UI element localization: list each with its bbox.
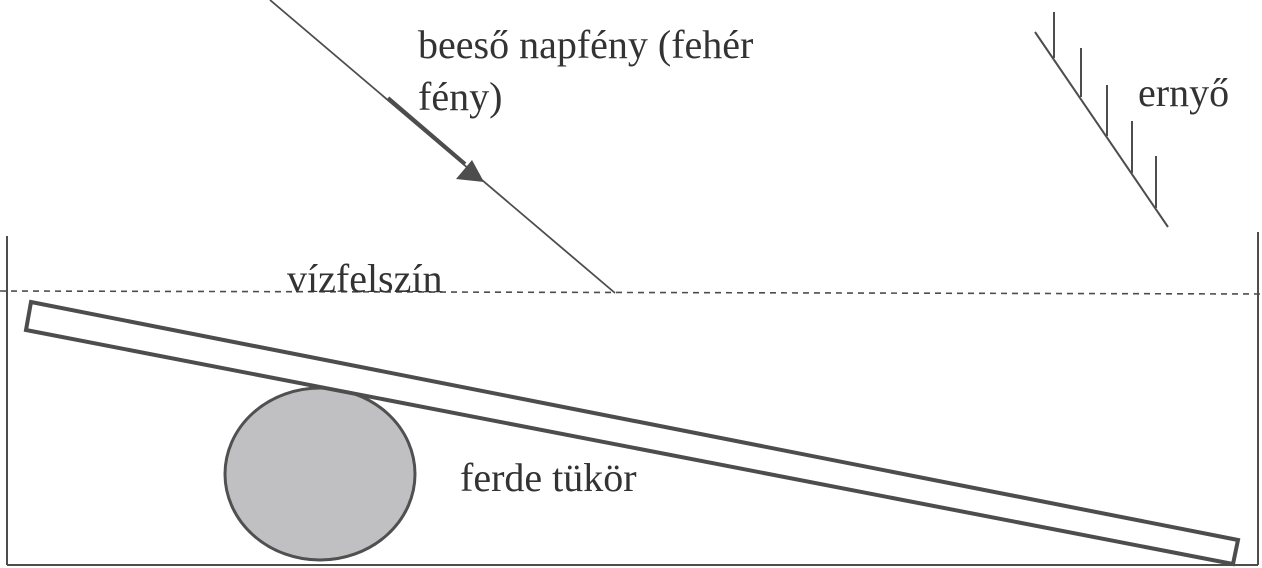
- incident-ray-arrowhead: [456, 160, 484, 182]
- rock-support: [223, 386, 417, 562]
- incident-light-label-line1: beeső napfény (fehér: [418, 22, 753, 67]
- screen: [1034, 12, 1169, 228]
- water-surface-line: [0, 290, 1262, 295]
- screen-label: ernyő: [1138, 70, 1229, 115]
- screen-line: [1034, 31, 1169, 228]
- incident-light-label-line2: fény): [418, 74, 502, 119]
- water-tank: [6, 232, 1259, 566]
- water-surface-label: vízfelszín: [287, 256, 443, 301]
- incident-ray: [269, 0, 616, 294]
- incident-ray-thick-segment: [386, 96, 467, 166]
- tilted-mirror: [23, 299, 1241, 567]
- mirror-label: ferde tükör: [460, 455, 637, 500]
